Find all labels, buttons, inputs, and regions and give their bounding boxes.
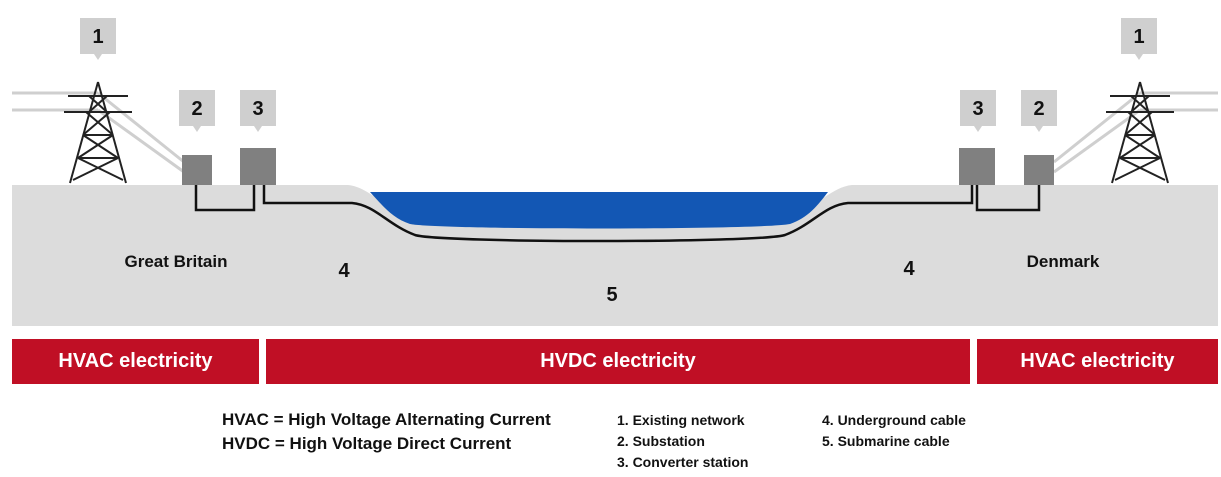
underground-cable-label-right: 4 (903, 258, 915, 280)
callout-converter-left: 3 (240, 90, 276, 132)
ac-cable-left (194, 185, 256, 212)
legend-item: 5. Submarine cable (822, 433, 950, 449)
hvdc-band: HVDC electricity (266, 339, 970, 384)
number-legend-col1: 1. Existing network 2. Substation 3. Con… (617, 410, 748, 473)
legend-hvac: HVAC = High Voltage Alternating Current (222, 410, 551, 429)
converter-station-box-icon (240, 148, 276, 185)
svg-text:3: 3 (972, 98, 983, 120)
country-label-right: Denmark (1027, 252, 1100, 271)
callout-tower-left: 1 (80, 18, 116, 60)
legend-hvdc: HVDC = High Voltage Direct Current (222, 434, 512, 453)
transmission-tower-icon (1106, 81, 1174, 184)
ac-cable-right (975, 185, 1041, 212)
substation-box-icon (1024, 155, 1054, 185)
country-label-left: Great Britain (125, 252, 228, 271)
overhead-lines-left (12, 91, 185, 174)
transmission-tower-icon (64, 81, 132, 184)
substation-box-icon (182, 155, 212, 185)
callout-substation-left: 2 (179, 90, 215, 132)
svg-text:2: 2 (1033, 98, 1044, 120)
submarine-cable-label: 5 (606, 284, 617, 306)
band-label: HVDC electricity (540, 350, 696, 372)
svg-text:1: 1 (92, 26, 103, 48)
legend-item: 1. Existing network (617, 412, 745, 428)
callout-substation-right: 2 (1021, 90, 1057, 132)
number-legend-col2: 4. Underground cable 5. Submarine cable (822, 410, 966, 452)
svg-text:2: 2 (191, 98, 202, 120)
hvac-band-left: HVAC electricity (12, 339, 259, 384)
overhead-lines-right (1053, 91, 1218, 174)
callout-converter-right: 3 (960, 90, 996, 132)
legend-item: 3. Converter station (617, 454, 749, 470)
svg-text:3: 3 (252, 98, 263, 120)
sea (370, 192, 828, 229)
ground (12, 185, 1218, 326)
band-label: HVAC electricity (1020, 350, 1175, 372)
abbreviation-legend: HVAC = High Voltage Alternating Current … (222, 408, 551, 456)
legend-item: 4. Underground cable (822, 412, 966, 428)
converter-station-box-icon (959, 148, 995, 185)
hvac-band-right: HVAC electricity (977, 339, 1218, 384)
band-label: HVAC electricity (58, 350, 213, 372)
underground-cable-label-left: 4 (338, 260, 350, 282)
hvdc-cable (262, 185, 974, 243)
callout-tower-right: 1 (1121, 18, 1157, 60)
legend-item: 2. Substation (617, 433, 705, 449)
svg-text:1: 1 (1133, 26, 1144, 48)
